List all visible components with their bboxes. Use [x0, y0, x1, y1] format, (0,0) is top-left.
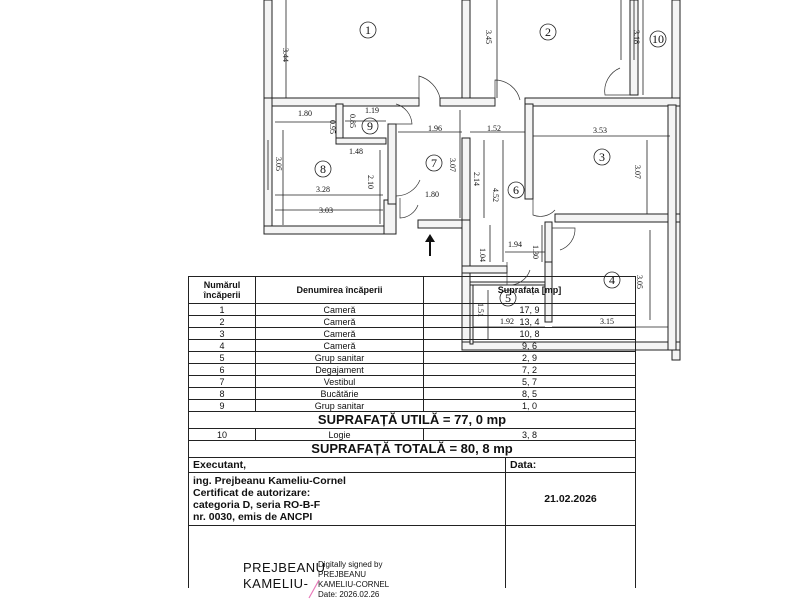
dim-119: 1.19 [365, 106, 379, 115]
windows [267, 0, 677, 320]
dim-214: 2.14 [472, 172, 481, 186]
dim-180a: 1.80 [298, 109, 312, 118]
total-area: SUPRAFAȚĂ TOTALĂ = 80, 8 mp [187, 440, 637, 458]
dim-095: 0.95 [328, 120, 337, 134]
room-3-label: 3 [599, 150, 605, 164]
entrance-arrow-icon [425, 234, 435, 256]
dim-344: 3.44 [281, 48, 290, 62]
executant-details: ing. Prejbeanu Kameliu-Cornel Certificat… [188, 472, 506, 526]
dim-196: 1.96 [428, 124, 442, 133]
dim-152: 1.52 [487, 124, 501, 133]
dim-180b: 1.80 [425, 190, 439, 199]
dimension-labels: 3.44 3.45 3.18 1.80 1.19 0.95 0.85 1.96 … [274, 30, 644, 326]
dim-130: 1.30 [531, 245, 540, 259]
dim-085: 0.85 [348, 114, 357, 128]
signature-name: PREJBEANU KAMELIU- [243, 560, 326, 591]
signature-mark-icon [308, 579, 320, 599]
digital-signature-text: Digitally signed by PREJBEANU KAMELIU-CO… [318, 560, 390, 599]
room-10-label: 10 [652, 32, 664, 46]
header-room-number: Numărul încăperii [188, 276, 256, 304]
useful-area-total: SUPRAFAȚĂ UTILĂ = 77, 0 mp [187, 411, 637, 429]
room-9-label: 9 [367, 119, 373, 133]
room-1-label: 1 [365, 23, 371, 37]
date-value: 21.02.2026 [504, 472, 637, 526]
dim-104: 1.04 [478, 248, 487, 262]
room-7-label: 7 [431, 156, 437, 170]
dim-452: 4.52 [491, 188, 500, 202]
dim-194: 1.94 [508, 240, 522, 249]
dim-345: 3.45 [484, 30, 493, 44]
dim-148: 1.48 [349, 147, 363, 156]
dim-307b: 3.07 [633, 165, 642, 179]
room-8-label: 8 [320, 162, 326, 176]
dim-305a: 3.05 [274, 157, 283, 171]
dim-210: 2.10 [366, 175, 375, 189]
room-6-label: 6 [513, 183, 519, 197]
date-label: Data: [504, 457, 637, 473]
executant-label: Executant, [188, 457, 506, 473]
dim-305b: 3.05 [635, 275, 644, 289]
room-2-label: 2 [545, 25, 551, 39]
dim-303: 3.03 [319, 206, 333, 215]
dim-353: 3.53 [593, 126, 607, 135]
dim-318: 3.18 [632, 30, 641, 44]
room-table: Numărul încăperii Denumirea încăperii Su… [187, 276, 637, 588]
dim-328: 3.28 [316, 185, 330, 194]
header-room-name: Denumirea încăperii [255, 276, 424, 304]
dim-307a: 3.07 [448, 158, 457, 172]
room-markers: 1 2 3 4 5 6 7 8 9 10 [314, 21, 667, 307]
header-room-area: Suprafața [mp] [422, 276, 637, 304]
signature-cell [188, 525, 506, 588]
